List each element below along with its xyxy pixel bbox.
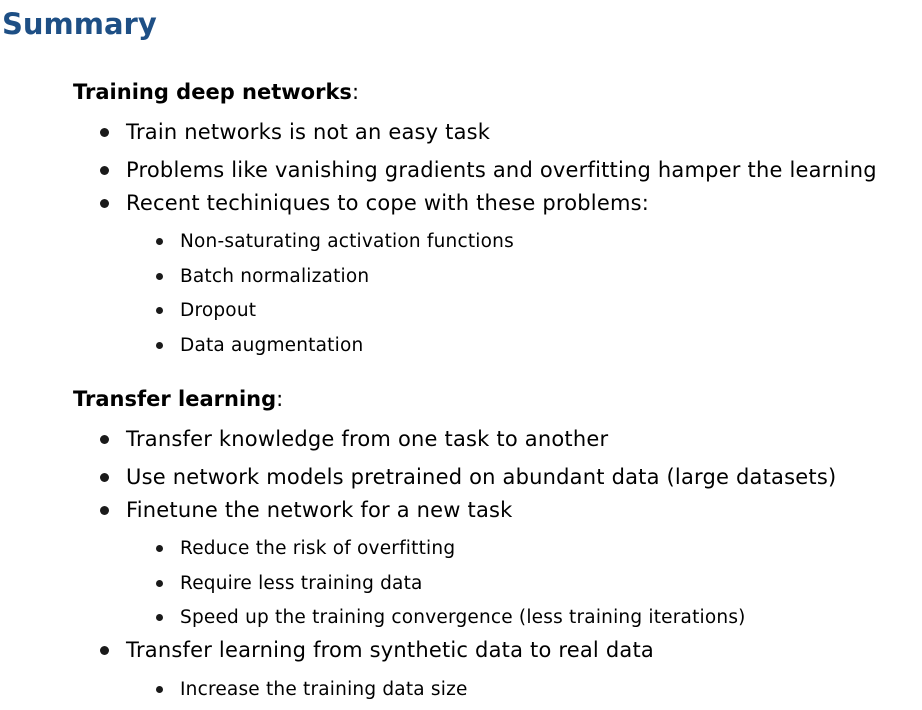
section-heading-training: Training deep networks: (73, 78, 359, 106)
bullet-icon (156, 545, 163, 552)
bullet-icon (100, 199, 109, 208)
bullet-icon (156, 238, 163, 245)
section-heading-transfer: Transfer learning: (73, 385, 283, 413)
list-item-text: Problems like vanishing gradients and ov… (126, 158, 877, 182)
list-item-text: Train networks is not an easy task (126, 120, 491, 144)
bullet-icon (156, 273, 163, 280)
section-heading-label: Training deep networks (73, 80, 352, 104)
sub-list-item-text: Increase the training data size (180, 679, 468, 700)
sub-list-item-text: Reduce the risk of overfitting (180, 538, 456, 559)
section-heading-colon: : (276, 387, 284, 411)
sub-list-item-text: Data augmentation (180, 335, 364, 356)
list-item-text: Finetune the network for a new task (126, 498, 513, 522)
bullet-icon (156, 342, 163, 349)
bullet-icon (156, 307, 163, 314)
bullet-icon (100, 166, 109, 175)
list-item-text: Transfer learning from synthetic data to… (126, 638, 654, 662)
list-item-text: Use network models pretrained on abundan… (126, 465, 837, 489)
bullet-icon (100, 506, 109, 515)
list-item-text: Transfer knowledge from one task to anot… (126, 427, 609, 451)
bullet-icon (156, 686, 163, 693)
bullet-icon (100, 435, 109, 444)
bullet-icon (100, 473, 109, 482)
slide-title: Summary (2, 7, 157, 41)
section-heading-colon: : (351, 80, 360, 104)
bullet-icon (100, 646, 109, 655)
list-item-text: Recent techiniques to cope with these pr… (126, 191, 650, 215)
sub-list-item-text: Dropout (180, 300, 257, 321)
sub-list-item-text: Batch normalization (180, 266, 370, 287)
bullet-icon (156, 580, 163, 587)
sub-list-item-text: Speed up the training convergence (less … (180, 607, 746, 628)
section-heading-label: Transfer learning (73, 387, 277, 411)
bullet-icon (156, 614, 163, 621)
sub-list-item-text: Require less training data (180, 573, 423, 594)
sub-list-item-text: Non-saturating activation functions (180, 231, 514, 252)
bullet-icon (100, 128, 109, 137)
